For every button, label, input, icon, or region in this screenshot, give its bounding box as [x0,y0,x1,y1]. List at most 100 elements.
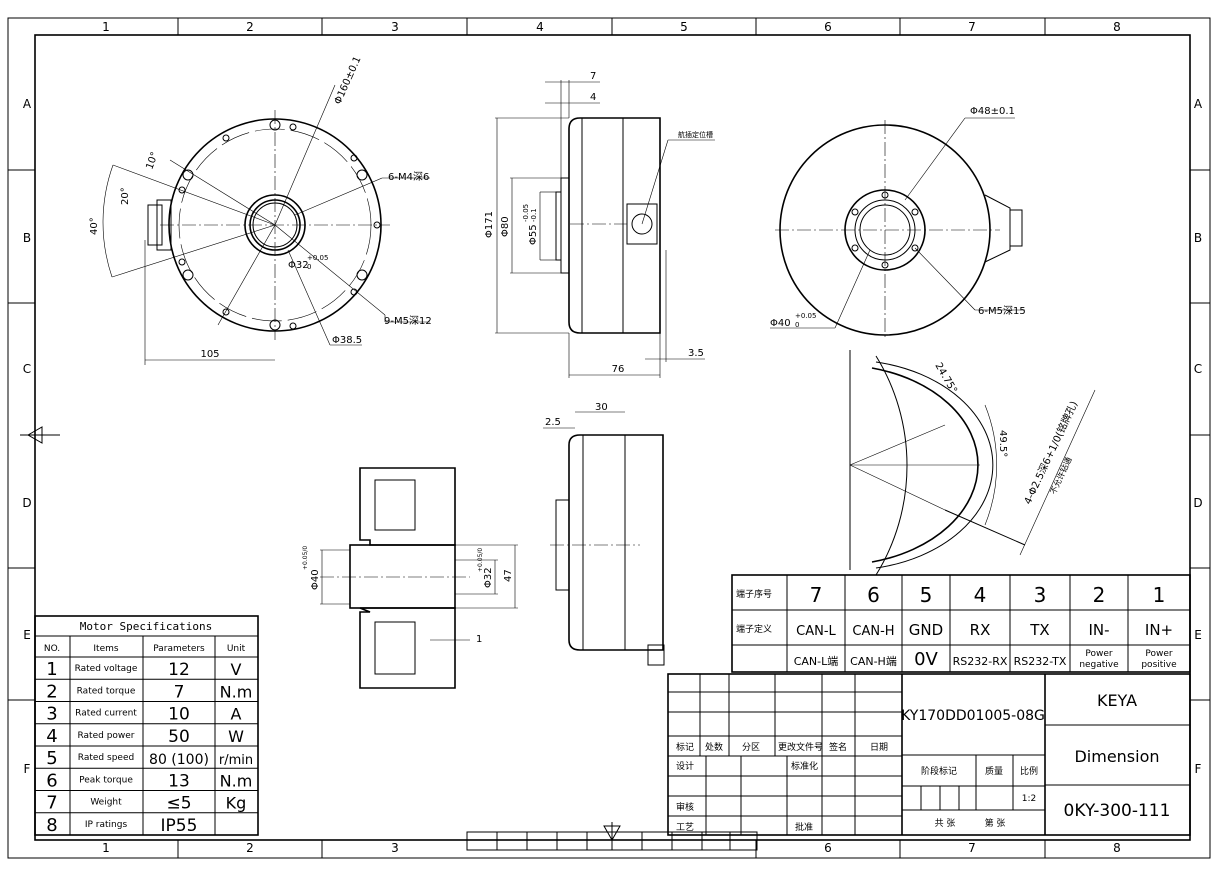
dim-dia171: Φ171 [484,211,495,238]
dim-dia32-tol-upper: +0.05 [307,254,328,262]
dim-dia38-5: Φ38.5 [332,335,362,346]
terminal-definition: RX [970,621,991,639]
spec-no: 6 [46,770,57,791]
d-view: 2.5 30 [543,402,665,666]
spec-item: Rated current [75,709,137,719]
spec-parameter: 12 [168,660,190,680]
tb-header-date: 日期 [870,742,888,753]
note-connector-slot: 航插定位槽 [678,130,713,139]
spec-no: 8 [46,815,57,836]
zone-row-a: A [23,97,32,111]
side-view: 7 4 Φ171 Φ80 Φ55 -0.05 -0.1 航插定位槽 76 3.5 [484,71,715,378]
terminal-number: 7 [810,583,823,607]
terminal-description-line2: positive [1141,660,1177,670]
spec-parameter: 80 (100) [149,752,209,768]
note-9-m5: 9-M5深12 [384,315,432,327]
zone-row-e: E [23,628,31,642]
dim-dia40-tol-lower: 0 [795,321,799,329]
note-6-m5: 6-M5深15 [978,305,1026,317]
spec-item: Peak torque [79,775,133,785]
spec-parameter: IP55 [161,816,198,836]
spec-item: Rated torque [77,686,136,696]
terminal-description: RS232-RX [953,655,1008,668]
tb-scale-label: 比例 [1020,765,1038,777]
title-block: 标记 处数 分区 更改文件号 签名 日期 设计 标准化 审核 工艺 批准 阶段标… [667,673,1191,836]
rear-view: Φ48±0.1 6-M5深15 Φ40 +0.05 0 [770,106,1026,340]
terminal-definition: TX [1029,621,1049,639]
zone-col-6-bottom: 6 [824,841,832,855]
spec-item: Rated power [77,731,134,741]
tb-standardization: 标准化 [791,760,818,772]
terminal-definition: CAN-H [852,624,894,639]
terminal-number: 1 [1153,583,1166,607]
dim-angle-49-5: 49.5° [997,430,1008,457]
tb-design: 设计 [676,760,694,772]
zone-col-7-bottom: 7 [968,841,976,855]
dim-angle-10: 10° [144,151,160,171]
zone-row-c: C [23,362,31,376]
spec-parameter: 13 [168,771,190,791]
zone-col-8-bottom: 8 [1113,841,1121,855]
zone-row-a-right: A [1194,97,1203,111]
tb-header-mark: 标记 [676,741,694,753]
terminal-description: 0V [914,649,938,670]
terminal-description: RS232-TX [1014,655,1067,668]
spec-unit: A [231,705,242,724]
specs-header-no: NO. [44,644,60,654]
zone-row-d: D [22,496,31,510]
terminal-definition: GND [909,621,943,639]
note-6-m4: 6-M4深6 [388,171,429,183]
tb-process: 工艺 [676,822,694,833]
motor-specs-table: Motor Specifications NO. Items Parameter… [34,615,259,836]
dim-3-5: 3.5 [688,348,704,359]
tb-mass: 质量 [985,765,1003,777]
specs-header-parameters: Parameters [153,644,205,654]
zone-col-8: 8 [1113,20,1121,34]
terminal-description: CAN-L端 [794,655,839,668]
zone-col-2-bottom: 2 [246,841,254,855]
spec-parameter: 50 [168,727,190,747]
section-dim-1: 1 [476,634,482,645]
zone-row-e-right: E [1194,628,1202,642]
dim-angle-20: 20° [120,187,131,205]
section-view: Φ40 +0.05/0 Φ32 +0.05/0 47 1 [302,467,518,689]
section-dim-dia40: Φ40 [310,569,321,590]
terminal-number: 5 [920,583,933,607]
zone-row-d-right: D [1193,496,1202,510]
zone-col-6: 6 [824,20,832,34]
dim-angle-40: 40° [89,217,100,235]
tb-drawing-number: 0KY-300-111 [1064,801,1171,821]
dim-angle-24-75: 24.75° [932,361,958,396]
terminal-definition: CAN-L [796,624,836,639]
dim-dia32-tol-lower: 0 [307,263,311,271]
spec-no: 2 [46,681,57,702]
zone-row-f-right: F [1195,762,1202,776]
tb-header-change-doc: 更改文件号 [778,741,823,753]
zone-col-5: 5 [680,20,688,34]
zone-col-1: 1 [102,20,110,34]
zone-row-c-right: C [1194,362,1202,376]
terminal-number: 2 [1093,583,1106,607]
terminal-description: Power [1145,649,1173,659]
tb-header-signature: 签名 [829,741,847,753]
tb-sheet-number: 第 张 [985,817,1006,829]
tb-company: KEYA [1097,691,1137,710]
dim-76: 76 [612,364,625,375]
terminal-definition: IN+ [1145,621,1173,639]
section-dim-dia40-tol: +0.05/0 [302,546,309,570]
tb-doc-title: Dimension [1074,747,1159,766]
spec-unit: N.m [220,771,253,790]
dview-dim-30: 30 [595,402,608,413]
terminal-row-label-definition: 端子定义 [736,623,772,635]
spec-item: IP ratings [85,820,128,830]
tb-model: KY170DD01005-08G [901,708,1045,724]
spec-unit: r/min [219,753,253,768]
tb-review: 审核 [676,801,694,813]
spec-unit: Kg [226,794,247,813]
dview-dim-2-5: 2.5 [545,417,561,428]
detail-view: 24.75° 49.5° 4-Φ2.5深6+1/0(铭牌孔) 不允许钻通 [849,350,1096,576]
zone-row-f: F [24,762,31,776]
tb-approve: 批准 [795,821,813,833]
section-dim-dia32-tol: +0.05/0 [477,548,484,572]
